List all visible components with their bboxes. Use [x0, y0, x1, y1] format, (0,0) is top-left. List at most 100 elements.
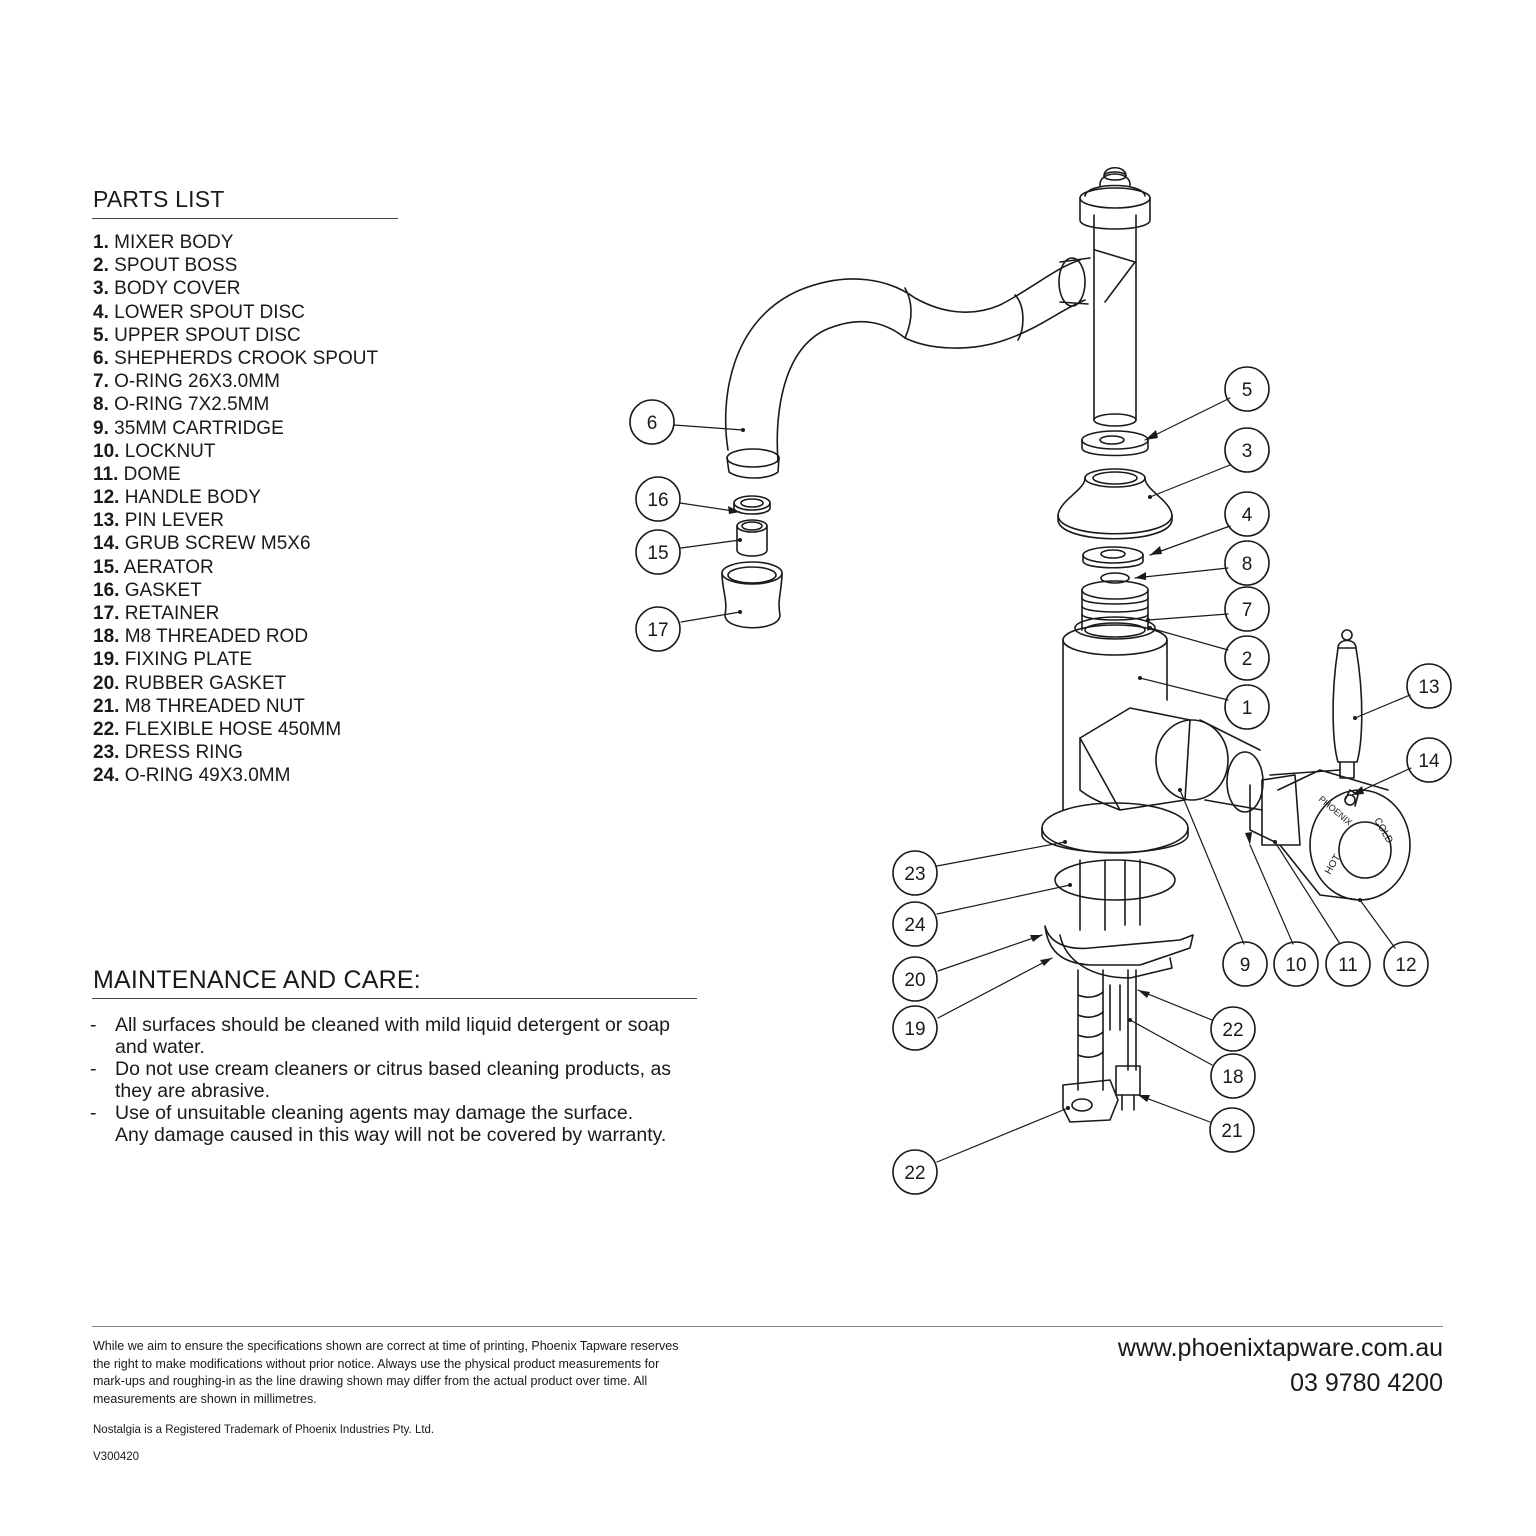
- callout-14: 14: [1406, 737, 1452, 783]
- part-label: LOCKNUT: [124, 440, 216, 462]
- parts-list-item: 20. RUBBER GASKET: [93, 672, 378, 695]
- part-number: 7.: [93, 371, 109, 393]
- callout-1-label: 1: [1242, 698, 1253, 719]
- part-number: 10.: [93, 440, 120, 462]
- disclaimer-text: While we aim to ensure the specification…: [93, 1339, 679, 1406]
- callout-7: 7: [1224, 586, 1270, 632]
- callout-3: 3: [1224, 427, 1270, 473]
- callout-12: 12: [1383, 941, 1429, 987]
- part-label: 35MM CARTRIDGE: [114, 417, 284, 439]
- part-number: 18.: [93, 626, 120, 648]
- maintenance-line: Do not use cream cleaners or citrus base…: [115, 1058, 672, 1080]
- part-number: 15.: [93, 556, 120, 578]
- callout-11-label: 11: [1338, 955, 1358, 976]
- parts-list-title: PARTS LIST: [93, 186, 225, 212]
- parts-list-item: 3. BODY COVER: [93, 277, 378, 300]
- callout-24-label: 24: [904, 915, 926, 936]
- callout-5: 5: [1224, 366, 1270, 412]
- part-number: 5.: [93, 324, 109, 346]
- callout-16: 16: [635, 476, 681, 522]
- callout-10-label: 10: [1285, 955, 1306, 976]
- retainer: [721, 561, 783, 629]
- part-label: RUBBER GASKET: [124, 672, 287, 694]
- part-number: 2.: [93, 255, 109, 277]
- parts-list-item: 13. PIN LEVER: [93, 509, 378, 532]
- part-label: O-RING 7X2.5MM: [114, 394, 270, 416]
- callout-13: 13: [1406, 663, 1452, 709]
- part-number: 24.: [93, 765, 120, 787]
- parts-list-item: 14. GRUB SCREW M5X6: [93, 532, 378, 555]
- maintenance-line: they are abrasive.: [115, 1080, 271, 1102]
- maintenance-line: All surfaces should be cleaned with mild…: [115, 1014, 670, 1036]
- parts-list-divider: [92, 218, 398, 219]
- callout-9-label: 9: [1240, 955, 1251, 976]
- grub-screw: [1344, 794, 1356, 806]
- parts-list-item: 16. GASKET: [93, 579, 378, 602]
- maintenance-list: -All surfaces should be cleaned with mil…: [90, 1014, 710, 1146]
- parts-list-item: 11. DOME: [93, 463, 378, 486]
- part-label: DOME: [123, 463, 181, 485]
- maintenance-line: and water.: [115, 1036, 205, 1058]
- callout-22-upper: 22: [1210, 1006, 1256, 1052]
- parts-list-item: 22. FLEXIBLE HOSE 450MM: [93, 718, 378, 741]
- shepherds-crook-spout: [724, 249, 1136, 479]
- callout-21-label: 21: [1221, 1121, 1242, 1142]
- pin-lever: [1332, 629, 1363, 779]
- maintenance-line: Use of unsuitable cleaning agents may da…: [115, 1102, 634, 1124]
- o-ring-7x2-5: [1100, 572, 1130, 584]
- maintenance-item: -All surfaces should be cleaned with mil…: [90, 1014, 710, 1058]
- parts-list-item: 17. RETAINER: [93, 602, 378, 625]
- handle-marking-brand: PHOENIX: [1317, 794, 1354, 828]
- callout-17-label: 17: [647, 620, 668, 641]
- part-number: 23.: [93, 742, 120, 764]
- part-number: 14.: [93, 533, 120, 555]
- callout-24: 24: [892, 901, 938, 947]
- part-label: BODY COVER: [114, 278, 241, 300]
- callout-23: 23: [892, 850, 938, 896]
- spout-column: [1079, 166, 1151, 427]
- part-label: PIN LEVER: [124, 510, 224, 532]
- part-label: HANDLE BODY: [124, 487, 261, 509]
- footer-divider: [92, 1326, 1443, 1327]
- part-number: 17.: [93, 603, 120, 624]
- part-number: 8.: [93, 394, 109, 416]
- bullet-dash: -: [90, 1014, 97, 1036]
- part-number: 21.: [93, 695, 120, 717]
- flexible-hose: [1062, 969, 1121, 1123]
- part-number: 4.: [93, 301, 109, 323]
- parts-list-item: 15. AERATOR: [93, 556, 378, 579]
- part-number: 9.: [93, 417, 109, 439]
- callout-6: 6: [629, 399, 675, 445]
- parts-list-item: 2. SPOUT BOSS: [93, 254, 378, 277]
- parts-list-item: 8. O-RING 7X2.5MM: [93, 393, 378, 416]
- part-number: 1.: [93, 232, 109, 253]
- callout-1: 1: [1224, 684, 1270, 730]
- callout-20-label: 20: [904, 970, 925, 991]
- part-number: 3.: [93, 278, 109, 300]
- callout-16-label: 16: [647, 490, 668, 511]
- leader-arrowheads: [728, 430, 1364, 1102]
- callout-22-lower-label: 22: [904, 1163, 925, 1184]
- parts-list-item: 23. DRESS RING: [93, 741, 378, 764]
- leader-dots: [738, 428, 1362, 1110]
- part-label: SPOUT BOSS: [114, 255, 238, 277]
- part-label: MIXER BODY: [114, 232, 234, 253]
- version-code: V300420: [93, 1451, 140, 1463]
- callout-19: 19: [892, 1005, 938, 1051]
- maintenance-line: Any damage caused in this way will not b…: [115, 1124, 667, 1146]
- maintenance-title: MAINTENANCE AND CARE:: [93, 966, 421, 994]
- aerator: [736, 519, 768, 557]
- callout-18-label: 18: [1222, 1067, 1243, 1088]
- part-number: 22.: [93, 718, 120, 740]
- callout-8-label: 8: [1242, 554, 1253, 575]
- part-label: UPPER SPOUT DISC: [114, 324, 301, 346]
- lower-spout-disc: [1082, 546, 1144, 569]
- part-label: O-RING 26X3.0MM: [114, 371, 280, 393]
- mixer-body: [1062, 624, 1264, 813]
- parts-list-item: 12. HANDLE BODY: [93, 486, 378, 509]
- callout-13-label: 13: [1418, 677, 1439, 698]
- part-label: AERATOR: [123, 556, 214, 578]
- part-number: 16.: [93, 579, 120, 601]
- website-link[interactable]: www.phoenixtapware.com.au: [1117, 1334, 1443, 1362]
